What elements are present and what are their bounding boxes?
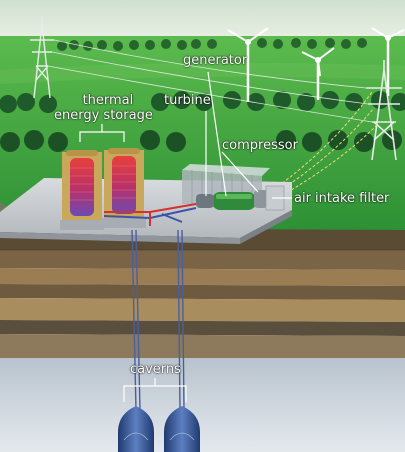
- power-pylon-icon: [366, 60, 402, 161]
- soil-layer-4: [0, 298, 405, 322]
- sky: [0, 0, 405, 40]
- label-generator: generator: [183, 53, 248, 68]
- soil-layer-3: [0, 284, 405, 300]
- soil-layer-1: [0, 250, 405, 270]
- soil-layer-2: [0, 268, 405, 286]
- thermal-storage-tank-left: [60, 150, 104, 230]
- callout-lines: [79, 71, 292, 402]
- shafts: [131, 229, 185, 411]
- label-compressor: compressor: [222, 138, 298, 153]
- label-thermal-line2: energy storage: [54, 108, 153, 123]
- label-thermal-energy-storage: thermal energy storage: [54, 93, 153, 123]
- soil-layer-6: [0, 334, 405, 360]
- wind-turbine-icon: [227, 27, 269, 102]
- power-lines: [47, 39, 373, 123]
- cavern-left: [118, 406, 154, 452]
- label-turbine: turbine: [164, 93, 211, 108]
- power-pylon-icon: [30, 16, 54, 99]
- tree-row-middle: [0, 91, 405, 113]
- label-caverns: caverns: [130, 362, 181, 377]
- label-thermal-line1: thermal: [82, 93, 134, 108]
- wind-turbine-icon: [301, 47, 335, 100]
- soil-layer-5: [0, 320, 405, 336]
- bedrock: [0, 358, 405, 452]
- cavern-right: [164, 406, 200, 452]
- thermal-storage-tank-right: [102, 148, 146, 228]
- tree-row-front: [0, 130, 402, 152]
- compressor-unit: [254, 190, 268, 208]
- tree-row-back: [57, 38, 367, 51]
- pipes: [103, 203, 197, 226]
- generator-unit: [212, 192, 256, 210]
- wind-turbine-icon: [371, 27, 405, 96]
- label-air-intake-filter: air intake filter: [294, 191, 390, 206]
- turbine-unit: [196, 194, 214, 208]
